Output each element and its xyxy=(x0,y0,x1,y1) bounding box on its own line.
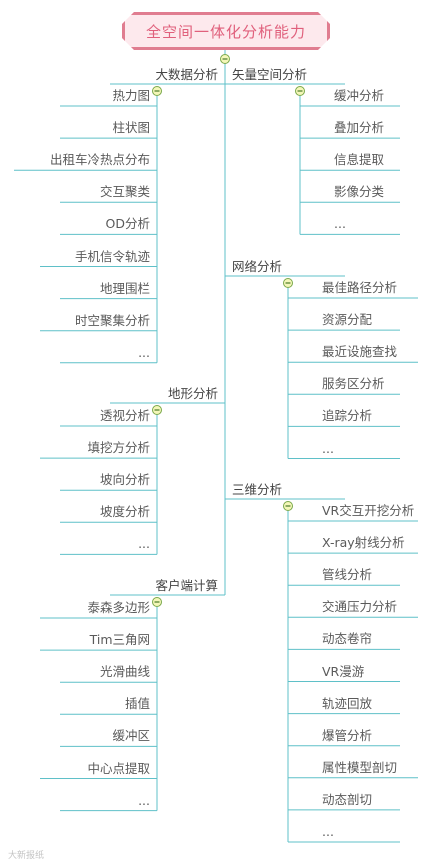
branch-title-大数据分析[interactable]: 大数据分析 xyxy=(155,67,218,82)
leaf-node[interactable]: 动态卷帘 xyxy=(322,631,373,647)
branch-title-地形分析[interactable]: 地形分析 xyxy=(167,386,218,401)
leaf-node[interactable]: ... xyxy=(334,216,346,232)
branch-collapse-toggle-icon[interactable] xyxy=(152,86,162,96)
branch-title-矢量空间分析[interactable]: 矢量空间分析 xyxy=(232,67,308,82)
leaf-node[interactable]: 追踪分析 xyxy=(322,408,373,424)
leaf-node[interactable]: 填挖方分析 xyxy=(87,440,150,456)
leaf-node[interactable]: 轨迹回放 xyxy=(322,695,373,711)
leaf-node[interactable]: 信息提取 xyxy=(334,152,385,168)
leaf-node[interactable]: 出租车冷热点分布 xyxy=(49,152,150,168)
branch-collapse-toggle-icon[interactable] xyxy=(295,86,305,96)
leaf-node[interactable]: 影像分类 xyxy=(334,184,385,200)
leaf-node[interactable]: ... xyxy=(138,344,150,360)
leaf-node[interactable]: 最近设施查找 xyxy=(322,344,398,360)
watermark-logo: 大新报纸 xyxy=(8,848,44,861)
leaf-node[interactable]: ... xyxy=(322,440,334,456)
leaf-node[interactable]: Tim三角网 xyxy=(89,632,150,648)
root-node[interactable]: 全空间一体化分析能力 xyxy=(122,12,330,50)
leaf-node[interactable]: 服务区分析 xyxy=(322,376,385,392)
leaf-node[interactable]: 属性模型剖切 xyxy=(322,759,398,775)
leaf-node[interactable]: VR漫游 xyxy=(322,663,365,679)
leaf-node[interactable]: 热力图 xyxy=(112,88,150,103)
leaf-node[interactable]: 缓冲分析 xyxy=(334,88,385,103)
leaf-node[interactable]: VR交互开挖分析 xyxy=(322,503,415,518)
leaf-node[interactable]: 插值 xyxy=(124,696,150,712)
leaf-node[interactable]: 资源分配 xyxy=(322,312,373,328)
leaf-node[interactable]: ... xyxy=(322,824,334,839)
leaf-node[interactable]: 交通压力分析 xyxy=(322,599,398,615)
branch-title-三维分析[interactable]: 三维分析 xyxy=(232,482,283,497)
leaf-node[interactable]: OD分析 xyxy=(105,216,150,232)
leaf-node[interactable]: 爆管分析 xyxy=(322,727,373,743)
leaf-node[interactable]: ... xyxy=(138,536,150,552)
leaf-node[interactable]: X-ray射线分析 xyxy=(322,535,405,551)
leaf-node[interactable]: 动态剖切 xyxy=(322,791,373,807)
leaf-node[interactable]: 地理围栏 xyxy=(99,280,150,296)
branch-collapse-toggle-icon[interactable] xyxy=(152,597,162,607)
leaf-node[interactable]: 交互聚类 xyxy=(99,184,150,200)
root-collapse-toggle-icon[interactable] xyxy=(220,54,230,64)
leaf-node[interactable]: 手机信令轨迹 xyxy=(74,248,150,264)
branch-title-客户端计算[interactable]: 客户端计算 xyxy=(155,578,218,593)
leaf-node[interactable]: 叠加分析 xyxy=(334,120,385,136)
leaf-node[interactable]: 缓冲区 xyxy=(112,728,150,744)
leaf-node[interactable]: 泰森多边形 xyxy=(87,600,150,615)
leaf-node[interactable]: ... xyxy=(138,792,150,808)
leaf-node[interactable]: 中心点提取 xyxy=(87,760,150,776)
branch-collapse-toggle-icon[interactable] xyxy=(152,405,162,415)
leaf-node[interactable]: 柱状图 xyxy=(112,120,150,136)
branch-title-网络分析[interactable]: 网络分析 xyxy=(232,259,283,274)
leaf-node[interactable]: 坡度分析 xyxy=(99,504,150,520)
branch-collapse-toggle-icon[interactable] xyxy=(283,278,293,288)
leaf-node[interactable]: 最佳路径分析 xyxy=(322,280,398,295)
leaf-node[interactable]: 透视分析 xyxy=(99,408,150,423)
leaf-node[interactable]: 时空聚集分析 xyxy=(74,312,150,328)
root-title: 全空间一体化分析能力 xyxy=(145,22,306,41)
branch-collapse-toggle-icon[interactable] xyxy=(283,501,293,511)
leaf-node[interactable]: 坡向分析 xyxy=(99,472,150,488)
watermark-text: 大新报纸 xyxy=(8,851,45,861)
leaf-node[interactable]: 管线分析 xyxy=(322,567,373,583)
leaf-node[interactable]: 光滑曲线 xyxy=(99,664,150,680)
